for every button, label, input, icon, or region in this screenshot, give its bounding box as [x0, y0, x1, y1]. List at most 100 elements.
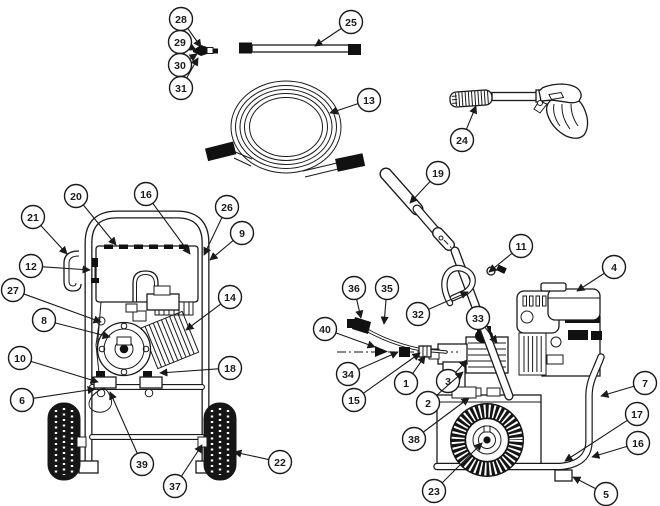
callout-circle — [18, 253, 44, 279]
callout-11: 11 — [488, 233, 534, 273]
callout-4: 4 — [576, 254, 627, 292]
callout-circle — [425, 160, 451, 186]
callout-number: 14 — [224, 292, 236, 304]
callout-10: 10 — [7, 345, 99, 384]
engine-illustration — [516, 282, 602, 377]
callout-36: 36 — [341, 275, 367, 319]
rubber-foot — [554, 469, 573, 482]
leader-line — [159, 368, 219, 377]
front-engine-detail — [88, 285, 200, 413]
callout-number: 1 — [403, 378, 409, 390]
callout-number: 33 — [472, 313, 484, 325]
leader-line — [209, 239, 234, 261]
front-left-wheel — [47, 402, 81, 481]
leader-line — [54, 322, 111, 340]
callout-17: 17 — [564, 401, 650, 462]
leader-line — [488, 252, 513, 273]
callout-circle — [601, 254, 627, 280]
callout-circle — [229, 220, 255, 246]
callout-number: 16 — [140, 189, 152, 201]
callout-circle — [168, 75, 194, 101]
callout-number: 9 — [239, 228, 245, 240]
callout-circle — [217, 355, 243, 381]
leader-line — [576, 272, 605, 292]
callout-circle — [162, 473, 188, 499]
callout-circle — [405, 301, 431, 327]
leader-line — [572, 476, 597, 490]
callout-number: 15 — [348, 395, 360, 407]
leader-line — [42, 265, 91, 274]
side-wheel — [450, 403, 524, 477]
callout-number: 17 — [631, 409, 643, 421]
callout-number: 19 — [432, 168, 444, 180]
callout-circle — [338, 9, 364, 35]
callout-22: 22 — [233, 449, 293, 475]
gun-handle — [545, 99, 589, 139]
leader-line — [185, 303, 222, 331]
leader-line — [187, 42, 197, 51]
callout-circle — [465, 305, 491, 331]
callout-number: 37 — [169, 481, 181, 493]
leader-line — [109, 391, 138, 454]
callout-number: 20 — [70, 191, 82, 203]
callout-number: 40 — [319, 324, 331, 336]
callout-18: 18 — [159, 355, 243, 381]
callout-number: 4 — [611, 262, 617, 274]
siphon-hose-illustration — [337, 317, 458, 358]
fuel-cap — [540, 282, 567, 292]
front-view-illustration — [47, 210, 237, 481]
callout-3: 3 — [435, 359, 468, 394]
callout-number: 23 — [428, 486, 440, 498]
callout-19: 19 — [409, 160, 451, 204]
spray-gun-illustration — [449, 83, 589, 139]
leader-line — [335, 332, 376, 349]
leader-line — [436, 371, 464, 396]
leader-line — [40, 225, 68, 255]
callout-number: 6 — [19, 395, 25, 407]
leader-line — [441, 442, 483, 484]
callout-circle — [415, 390, 441, 416]
callout-number: 16 — [632, 438, 644, 450]
drain-hose-loop — [88, 387, 112, 413]
callout-circle — [449, 127, 475, 153]
callout-32: 32 — [405, 291, 469, 327]
callout-number: 25 — [345, 17, 357, 29]
leader-line — [412, 355, 426, 374]
leader-line — [82, 204, 117, 246]
leader-line — [363, 352, 421, 394]
callout-circle — [508, 233, 534, 259]
leader-line — [455, 359, 468, 373]
callout-number: 5 — [603, 489, 609, 501]
callout-circle — [401, 426, 427, 452]
callout-35: 35 — [374, 275, 400, 325]
leader-line — [428, 291, 469, 310]
leader-line — [380, 299, 389, 325]
callout-8: 8 — [31, 307, 111, 340]
callout-31: 31 — [168, 57, 199, 101]
callout-circle — [267, 449, 293, 475]
fuel-tank — [547, 288, 601, 321]
leader-line — [188, 53, 198, 62]
leader-line — [203, 217, 223, 256]
callout-40: 40 — [312, 316, 376, 349]
callout-circle — [393, 370, 419, 396]
leader-line — [314, 27, 342, 47]
callout-number: 38 — [408, 434, 420, 446]
leader-line — [465, 105, 477, 130]
callout-number: 30 — [174, 60, 186, 72]
callout-circle — [421, 478, 447, 504]
callout-circle — [9, 387, 35, 413]
callout-circle — [435, 368, 461, 394]
callout-circle — [312, 316, 338, 342]
callout-23: 23 — [421, 442, 483, 504]
hose-coil-illustration — [204, 80, 366, 178]
callout-number: 18 — [224, 363, 236, 375]
callout-number: 27 — [7, 285, 19, 297]
leader-line — [564, 419, 628, 462]
callout-circle — [625, 430, 651, 456]
leader-line — [180, 444, 203, 477]
callout-circle — [133, 181, 159, 207]
front-right-wheel — [203, 402, 237, 481]
